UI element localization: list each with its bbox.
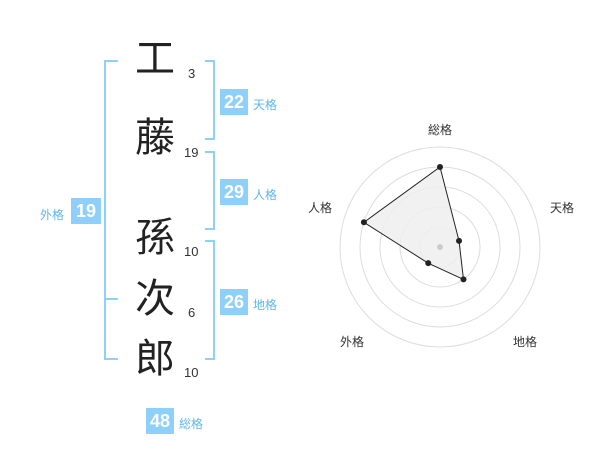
radar-axis-label-tenkaku: 天格	[550, 200, 574, 215]
radar-axis-label-soukaku: 総格	[428, 122, 452, 137]
stroke-count-1: 3	[188, 66, 196, 81]
name-char-2: 藤	[135, 115, 175, 161]
jinkaku-label: 人格	[253, 188, 278, 202]
gaikaku-label: 外格	[40, 208, 65, 222]
name-char-4: 次	[135, 276, 175, 322]
stroke-count-4: 6	[188, 305, 196, 320]
radar-point-1	[437, 164, 443, 170]
name-char-1: 工	[135, 36, 175, 82]
radar-center-dot	[437, 244, 443, 250]
jinkaku-badge: 29	[220, 179, 248, 205]
soukaku-badge: 48	[146, 408, 174, 434]
name-char-5: 郎	[135, 336, 175, 382]
radar-ring	[339, 146, 541, 348]
radar-point-3	[460, 276, 467, 283]
chikaku-badge: 26	[220, 289, 248, 315]
stroke-count-5: 10	[184, 365, 199, 380]
radar-point-2	[456, 237, 463, 244]
stroke-count-3: 10	[184, 244, 199, 259]
stroke-count-2: 19	[184, 145, 199, 160]
tenkaku-badge: 22	[220, 89, 248, 115]
radar-area	[363, 166, 465, 281]
gaikaku-badge: 19	[71, 198, 101, 224]
radar-point-4	[425, 260, 432, 267]
tenkaku-label: 天格	[253, 98, 278, 112]
radar-axis-label-jinkaku: 人格	[308, 200, 332, 215]
fortune-radar-chart: 総格 天格 地格 外格 人格	[308, 122, 574, 349]
radar-axis-label-chikaku: 地格	[513, 334, 537, 349]
radar-points	[360, 164, 467, 283]
soukaku-label: 総格	[179, 417, 204, 431]
radar-point-5	[360, 219, 367, 226]
radar-axis-label-gaikaku: 外格	[340, 334, 364, 349]
chikaku-label: 地格	[253, 298, 278, 312]
name-char-3: 孫	[135, 215, 175, 261]
